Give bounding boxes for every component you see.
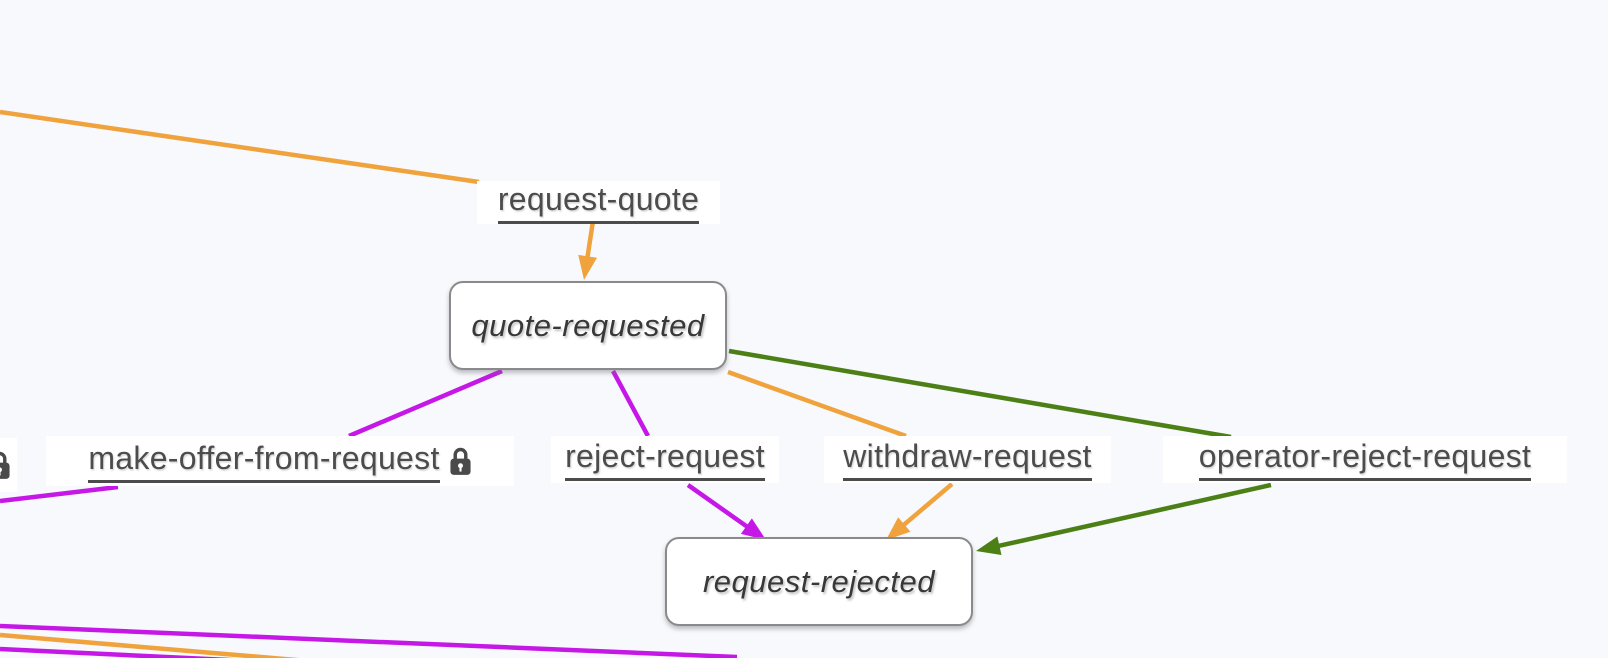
state-node-quote-requested[interactable]: quote-requested <box>449 281 727 370</box>
transition-request-quote[interactable]: request-quote <box>477 181 720 224</box>
transition-make-offer-from-request[interactable]: make-offer-from-request <box>46 436 514 486</box>
edge-reject-out-arrowhead <box>740 518 766 540</box>
edge-withdraw-out <box>899 482 954 530</box>
state-label: request-rejected <box>702 563 935 599</box>
transition-label: request-quote <box>497 181 700 224</box>
edge-operator-out-arrowhead <box>976 536 1002 556</box>
lock-icon <box>450 447 471 475</box>
transition-operator-reject-request[interactable]: operator-reject-request <box>1163 436 1567 483</box>
edge-withdraw-out-arrowhead <box>886 517 911 540</box>
transition-reject-request[interactable]: reject-request <box>551 436 779 483</box>
edge-withdraw-in <box>727 369 907 439</box>
transition-label: withdraw-request <box>843 438 1092 481</box>
edge-reject-in <box>611 369 650 438</box>
edge-make-offer-in <box>348 368 503 439</box>
edge-bottom-orange <box>0 632 300 658</box>
edge-bottom-magenta-long <box>0 623 738 658</box>
state-label: quote-requested <box>471 307 705 343</box>
transition-label: reject-request <box>565 438 765 481</box>
transition-withdraw-request[interactable]: withdraw-request <box>824 436 1111 483</box>
state-node-request-rejected[interactable]: request-rejected <box>665 537 973 626</box>
transition-label: operator-reject-request <box>1198 438 1532 481</box>
edge-operator-in <box>728 348 1232 440</box>
lock-icon <box>0 451 10 479</box>
transition-clipped-left[interactable] <box>0 438 17 492</box>
transition-label: make-offer-from-request <box>88 440 440 483</box>
edge-request-quote-out-arrowhead <box>578 254 598 280</box>
edge-request-quote-in <box>0 109 480 185</box>
edge-operator-out <box>994 482 1272 550</box>
edge-reject-out <box>686 483 752 531</box>
edge-bottom-magenta-short <box>0 646 235 658</box>
edge-request-quote-out <box>584 220 596 262</box>
edge-make-offer-out <box>0 484 119 504</box>
